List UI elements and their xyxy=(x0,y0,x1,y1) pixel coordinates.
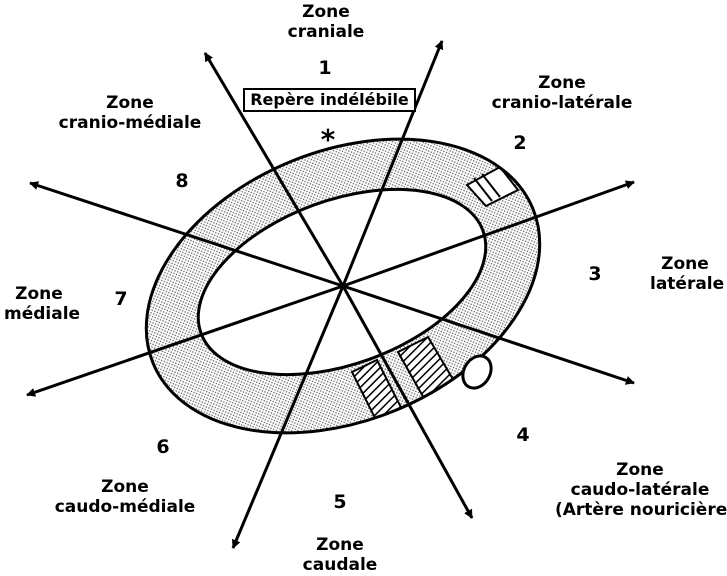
zone-5-title-line1: Zone xyxy=(290,535,390,555)
zone-4-number: 4 xyxy=(508,425,538,445)
zone-8-title-line2: cranio-médiale xyxy=(55,113,205,133)
zone-1-title-line2: craniale xyxy=(266,22,386,42)
zone-3-title-line1: Zone xyxy=(650,254,720,274)
zone-5-number: 5 xyxy=(325,492,355,512)
zone-2-number: 2 xyxy=(505,133,535,153)
zone-3-title-line2: latérale xyxy=(650,274,720,294)
zone-6-title-line2: caudo-médiale xyxy=(50,497,200,517)
zone-1-title-line1: Zone xyxy=(266,2,386,22)
zone-6-title-line1: Zone xyxy=(50,477,200,497)
indelible-marker-label: Repère indélébile xyxy=(243,88,416,112)
zone-4-title-line2: caudo-latérale xyxy=(560,480,720,500)
zone-8-number: 8 xyxy=(167,171,197,191)
zone-8-title-line1: Zone xyxy=(55,93,205,113)
zone-7-number: 7 xyxy=(106,289,136,309)
zone-7-title-line2: médiale xyxy=(4,304,74,324)
zone-6-number: 6 xyxy=(148,437,178,457)
zone-4-title-line3: (Artère nouricière) xyxy=(555,500,725,520)
zone-5-title-line2: caudale xyxy=(290,555,390,575)
zone-3-number: 3 xyxy=(580,264,610,284)
asterisk-marker: * xyxy=(318,126,338,154)
zone-4-title-line1: Zone xyxy=(560,460,720,480)
zone-1-number: 1 xyxy=(310,58,340,78)
zone-7-title-line1: Zone xyxy=(4,284,74,304)
zone-2-title-line2: cranio-latérale xyxy=(487,93,637,113)
zone-2-title-line1: Zone xyxy=(487,73,637,93)
